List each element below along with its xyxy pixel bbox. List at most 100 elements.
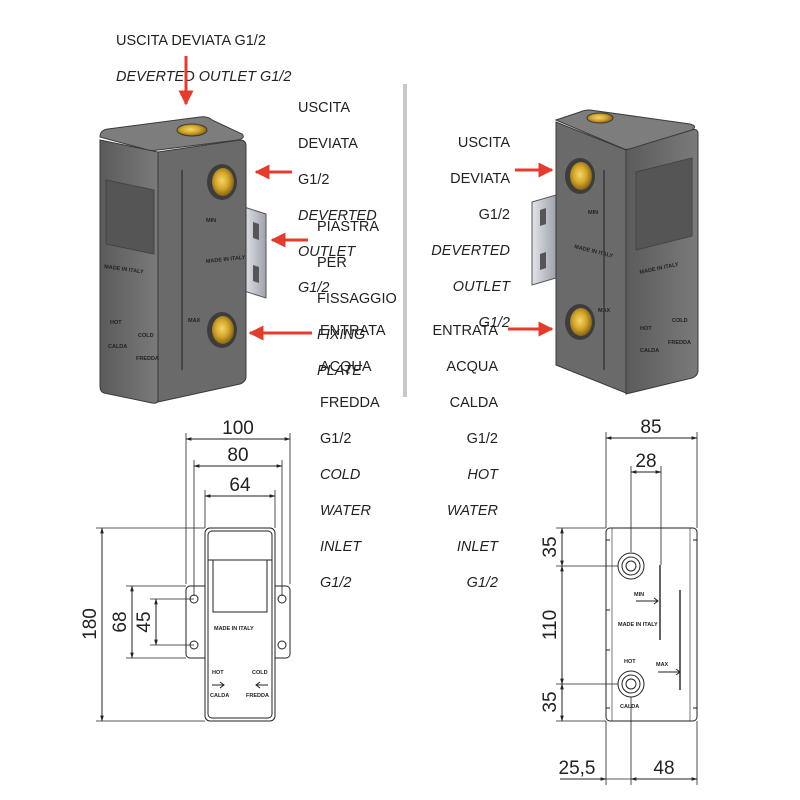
side-body — [605, 527, 698, 722]
label-line: DEVIATA — [450, 171, 510, 187]
dim-45: 45 — [134, 611, 155, 632]
side-calda-label: CALDA — [620, 704, 639, 710]
label-line: USCITA — [457, 135, 510, 151]
label-line: COLD — [320, 467, 361, 483]
top-outlet-label: USCITA DEVIATA G1/2 DEVERTED OUTLET G1/2 — [116, 14, 291, 104]
front-fredda-label: FREDDA — [246, 693, 269, 699]
label-line: FIXING — [317, 327, 366, 343]
fixing-plate — [531, 194, 557, 286]
iso-min-label: MIN — [206, 218, 216, 224]
label-line: ENTRATA — [432, 323, 498, 339]
side-upper-port-inner — [621, 556, 641, 576]
label-line: USCITA — [298, 100, 351, 116]
side-min-label: MIN — [634, 592, 644, 598]
lower-port — [570, 308, 592, 336]
front-cold-label: COLD — [252, 670, 268, 676]
front-recess-panel — [635, 157, 693, 251]
plate-slots — [540, 208, 546, 270]
iso-made-in-label: MADE IN ITALY — [104, 264, 145, 276]
iso-hot-label: HOT — [110, 320, 122, 326]
dim-100: 100 — [222, 418, 254, 439]
label-line: WATER — [320, 503, 372, 519]
front-body-inner — [207, 530, 273, 719]
side-hot-label: HOT — [624, 659, 636, 665]
label-line: CALDA — [449, 395, 498, 411]
dim-180: 180 — [80, 608, 101, 640]
hot-inlet-label: ENTRATA ACQUA CALDA G1/2 HOT WATER INLET… — [398, 304, 498, 610]
plate-hole — [277, 594, 287, 604]
left-side-outlet-label: USCITA DEVIATA G1/2 DEVERTED OUTLET G1/2 — [298, 81, 377, 315]
dim-25-5: 25,5 — [559, 758, 596, 779]
label-line: HOT — [467, 467, 498, 483]
front-calda-label: CALDA — [210, 693, 229, 699]
label-line: ACQUA — [320, 359, 372, 375]
left-iso-valve-body: MADE IN ITALY MADE IN ITALY MIN MAX HOT … — [99, 116, 267, 404]
top-outlet-label-en: DEVERTED OUTLET G1/2 — [116, 69, 292, 85]
side-upper-port-core — [625, 560, 637, 572]
front-hot-label: HOT — [212, 670, 224, 676]
iso-calda-label: CALDA — [640, 348, 659, 354]
side-view-drawing — [556, 432, 698, 785]
dim-48: 48 — [653, 758, 674, 779]
side-min-arrow — [636, 597, 659, 605]
iso-fredda-label: FREDDA — [668, 340, 691, 346]
plate-hole — [277, 640, 287, 650]
body-top-face — [99, 116, 244, 151]
upper-port — [570, 162, 592, 190]
label-line: WATER — [446, 503, 498, 519]
front-body — [204, 527, 276, 722]
label-line: DEVIATA — [298, 136, 358, 152]
dim-80: 80 — [227, 445, 248, 466]
cold-inlet-label: ENTRATA ACQUA FREDDA G1/2 COLD WATER INL… — [320, 304, 386, 610]
front-view-drawing: MADE IN ITALY HOT COLD CALDA FREDDA — [96, 433, 291, 722]
label-line: G1/2 — [320, 575, 352, 591]
label-line: PLATE — [317, 363, 362, 379]
label-line: DEVERTED — [431, 243, 510, 259]
label-line: INLET — [320, 539, 362, 555]
front-made-in-label: MADE IN ITALY — [214, 626, 254, 632]
iso-hot-label: HOT — [640, 326, 652, 332]
lower-port — [212, 316, 234, 344]
top-port — [176, 123, 208, 137]
label-line: PER — [317, 255, 347, 271]
iso-cold-label: COLD — [138, 333, 154, 339]
fixing-plate — [243, 206, 267, 299]
right-iso-valve-body: MADE IN ITALY MADE IN ITALY MIN MAX HOT … — [531, 109, 699, 395]
label-line: G1/2 — [298, 172, 330, 188]
label-line: G1/2 — [466, 431, 498, 447]
label-line: G1/2 — [320, 431, 352, 447]
iso-cold-label: COLD — [672, 318, 688, 324]
iso-min-label: MIN — [588, 210, 598, 216]
label-line: G1/2 — [478, 315, 510, 331]
callout-arrows — [178, 56, 554, 341]
label-line: INLET — [456, 539, 498, 555]
dim-68: 68 — [110, 611, 131, 632]
label-line: G1/2 — [466, 575, 498, 591]
side-lower-port-inner — [621, 674, 641, 694]
label-line: FISSAGGIO — [317, 291, 397, 307]
iso-calda-label: CALDA — [108, 344, 127, 350]
fixing-plate-label: PIASTRA PER FISSAGGIO FIXING PLATE — [317, 200, 397, 398]
side-max-label: MAX — [656, 662, 669, 668]
iso-fredda-label: FREDDA — [136, 356, 159, 362]
dim-35-bottom: 35 — [540, 691, 561, 712]
label-line: OUTLET — [298, 244, 356, 260]
label-line: DEVERTED — [298, 208, 377, 224]
top-outlet-label-it: USCITA DEVIATA G1/2 — [116, 33, 266, 49]
label-line: OUTLET — [452, 279, 510, 295]
front-cold-arrow — [255, 681, 268, 689]
label-line: G1/2 — [478, 207, 510, 223]
side-max-arrow — [658, 668, 681, 676]
body-side-face — [555, 121, 627, 394]
label-line: ACQUA — [446, 359, 498, 375]
side-made-in-label: MADE IN ITALY — [618, 622, 658, 628]
side-lower-port-core — [625, 678, 637, 690]
label-line: FREDDA — [320, 395, 380, 411]
upper-port — [212, 168, 234, 196]
label-line: G1/2 — [298, 280, 330, 296]
front-hot-arrow — [212, 681, 225, 689]
dim-64: 64 — [229, 475, 251, 496]
dim-28: 28 — [635, 451, 656, 472]
front-recess-panel — [105, 179, 155, 255]
